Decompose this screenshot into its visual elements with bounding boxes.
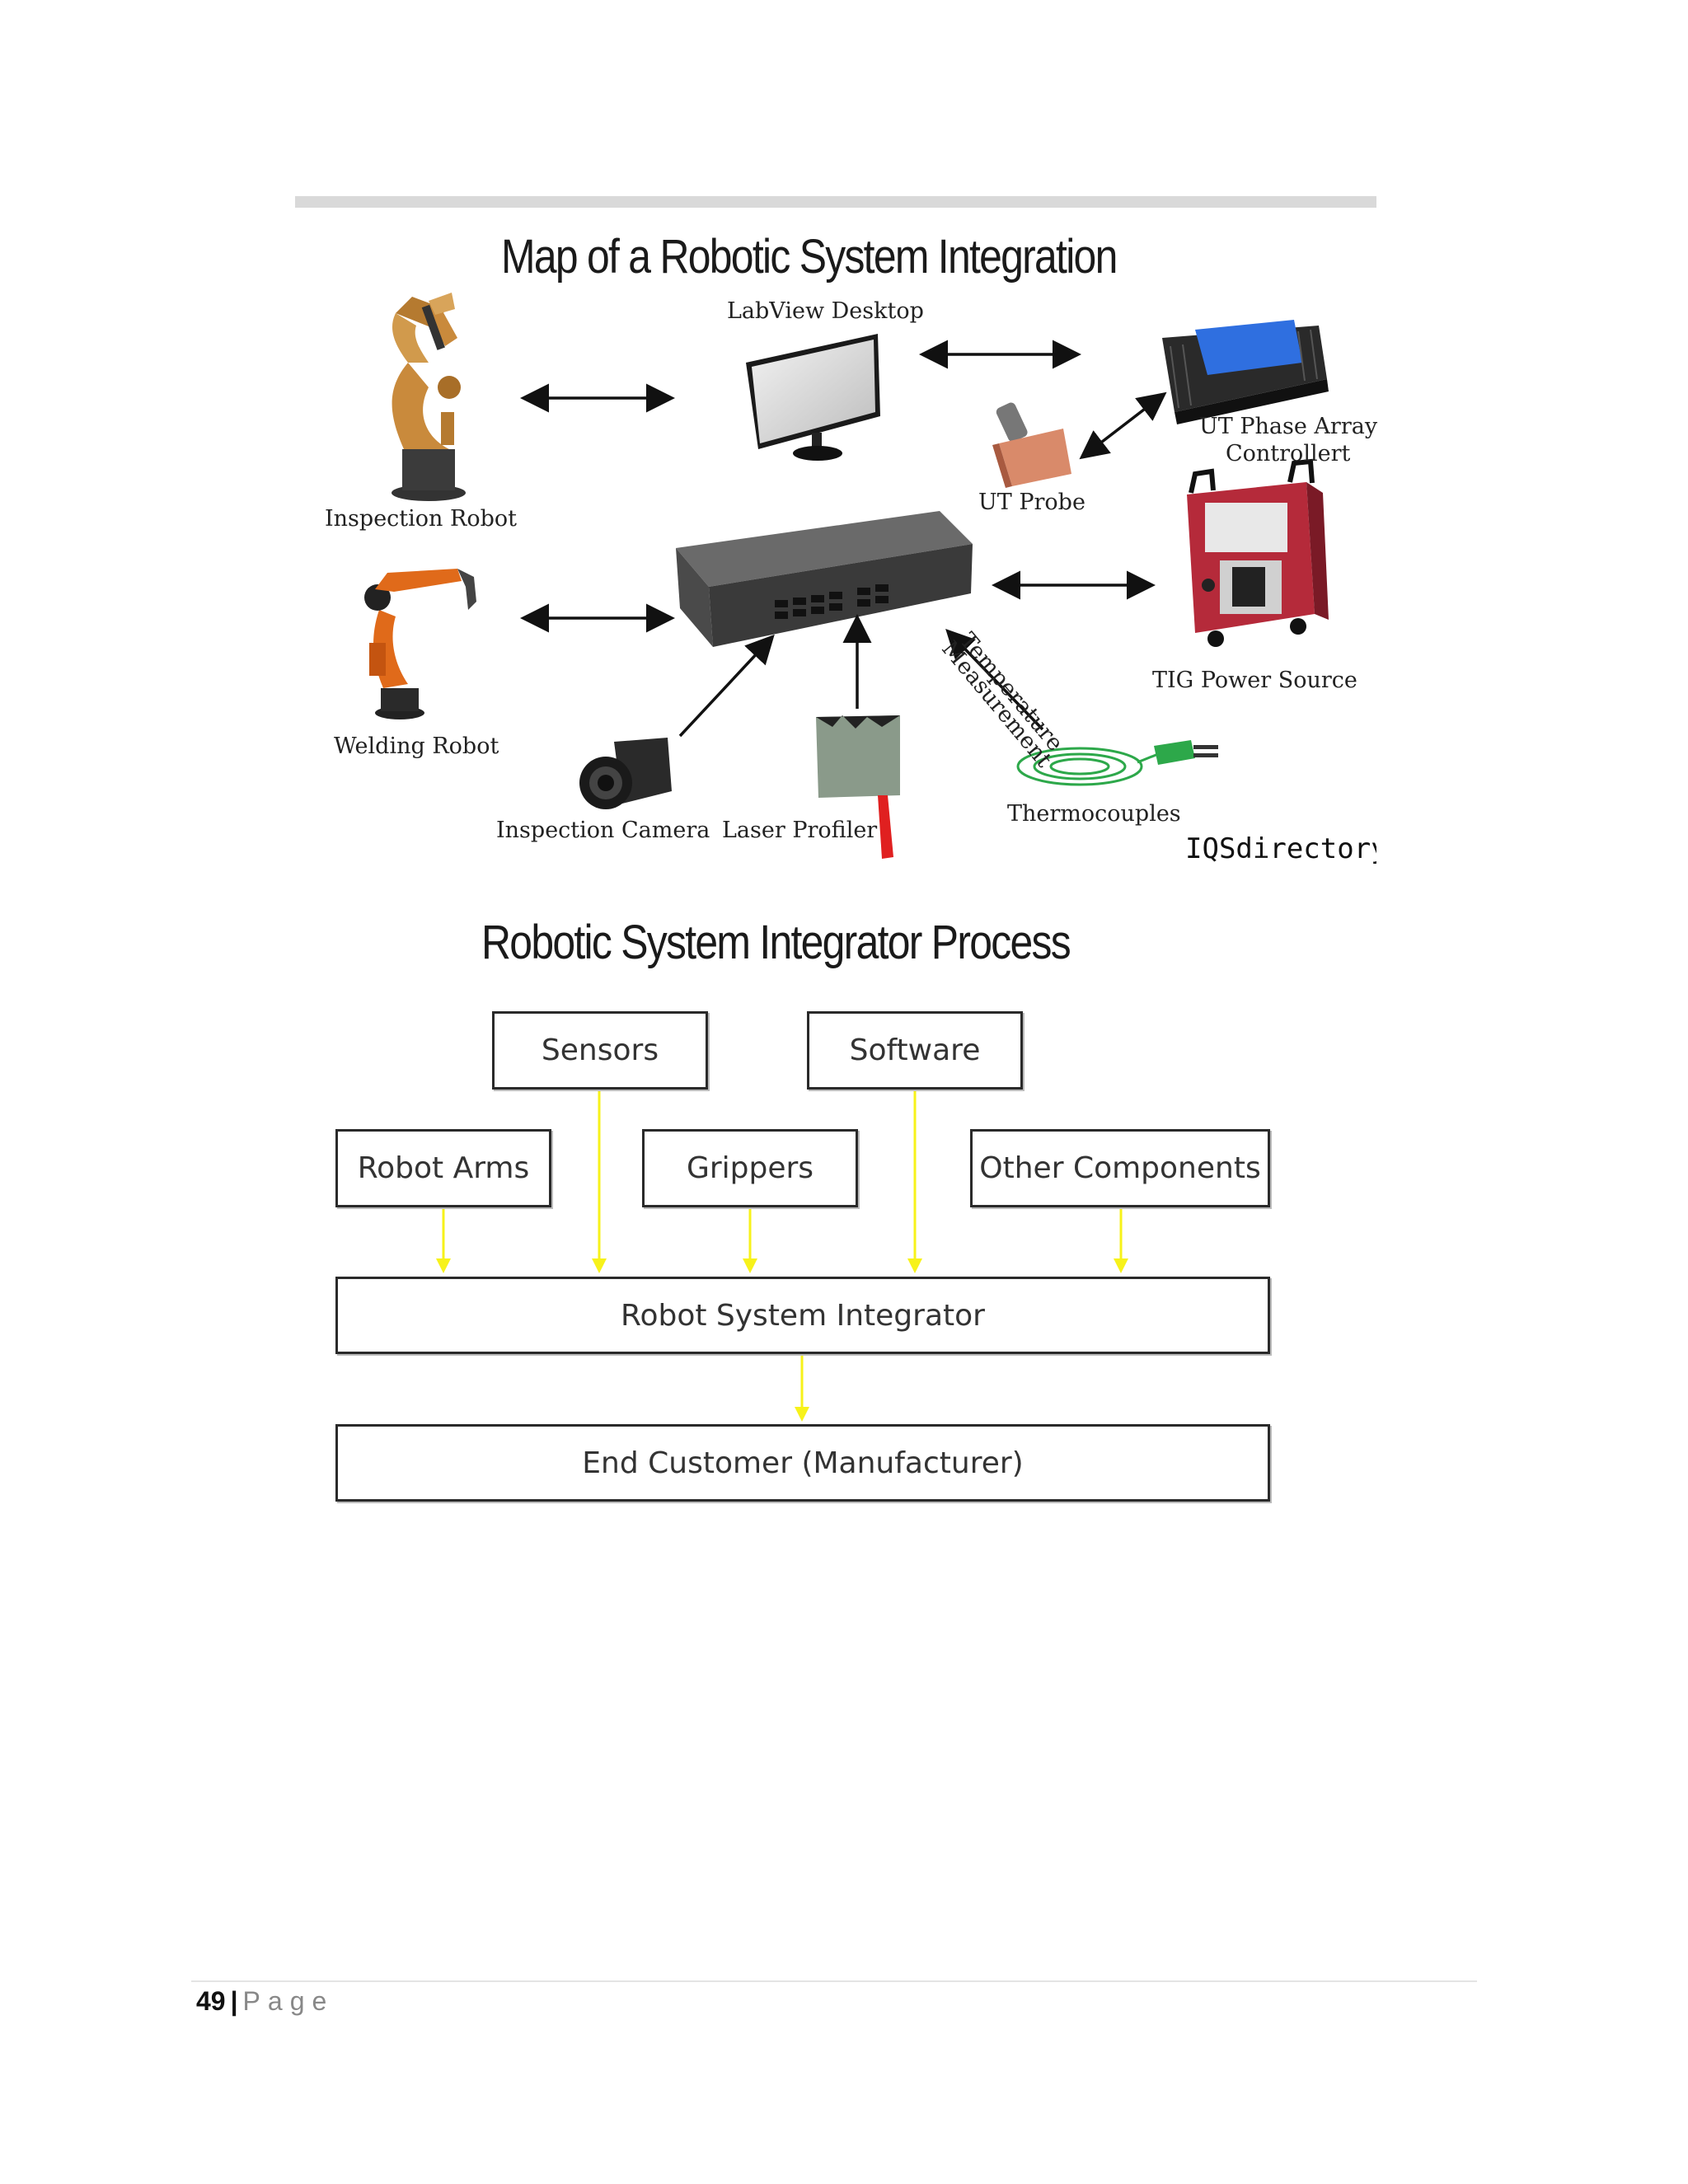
ut-probe-image xyxy=(992,402,1071,488)
network-switch-image xyxy=(676,511,973,647)
box-end-customer: End Customer (Manufacturer) xyxy=(335,1424,1270,1502)
welding-robot-image xyxy=(364,569,476,719)
label-ut-phase-array-line1: UT Phase Array xyxy=(1199,414,1378,439)
footer-separator: | xyxy=(230,1986,238,2016)
inspection-robot-image xyxy=(392,293,466,501)
arrow-camera-switch xyxy=(678,634,775,738)
map-title: Map of a Robotic System Integration xyxy=(501,230,1118,284)
desktop-monitor-image xyxy=(746,334,880,461)
label-laser-profiler: Laser Profiler xyxy=(722,818,878,843)
footer-rule xyxy=(191,1980,1477,1982)
box-grippers: Grippers xyxy=(642,1129,858,1207)
label-tig-power-source: TIG Power Source xyxy=(1152,668,1357,693)
process-title: Robotic System Integrator Process xyxy=(481,916,1071,969)
thermocouple-connector-image xyxy=(1154,740,1218,765)
label-inspection-camera: Inspection Camera xyxy=(496,818,710,843)
page-number: 49 xyxy=(196,1986,226,2016)
arrow-probe-controller xyxy=(1079,391,1167,460)
label-thermocouples: Thermocouples xyxy=(1007,801,1181,827)
inspection-camera-image xyxy=(579,738,672,809)
page-footer: 49|Page xyxy=(196,1986,334,2017)
page-label: Page xyxy=(242,1986,335,2016)
label-ut-phase-array-line2: Controllert xyxy=(1226,441,1351,466)
label-labview-desktop: LabView Desktop xyxy=(727,298,924,324)
label-welding-robot: Welding Robot xyxy=(334,733,499,759)
laser-profiler-image xyxy=(816,715,900,859)
ut-controller-image xyxy=(1162,320,1329,424)
box-software: Software xyxy=(807,1011,1023,1090)
arrow-thermo-switch xyxy=(945,628,1044,731)
box-robot-arms: Robot Arms xyxy=(335,1129,551,1207)
label-inspection-robot: Inspection Robot xyxy=(325,506,517,532)
top-rule xyxy=(295,196,1376,208)
box-robot-system-integrator: Robot System Integrator xyxy=(335,1277,1270,1354)
iqsdirectory-watermark: IQSdirectory.c xyxy=(1185,832,1376,865)
tig-power-source-image xyxy=(1187,458,1329,647)
box-sensors: Sensors xyxy=(492,1011,708,1090)
box-other-components: Other Components xyxy=(970,1129,1270,1207)
label-ut-probe: UT Probe xyxy=(978,490,1085,515)
thermocouples-image xyxy=(1016,747,1159,786)
